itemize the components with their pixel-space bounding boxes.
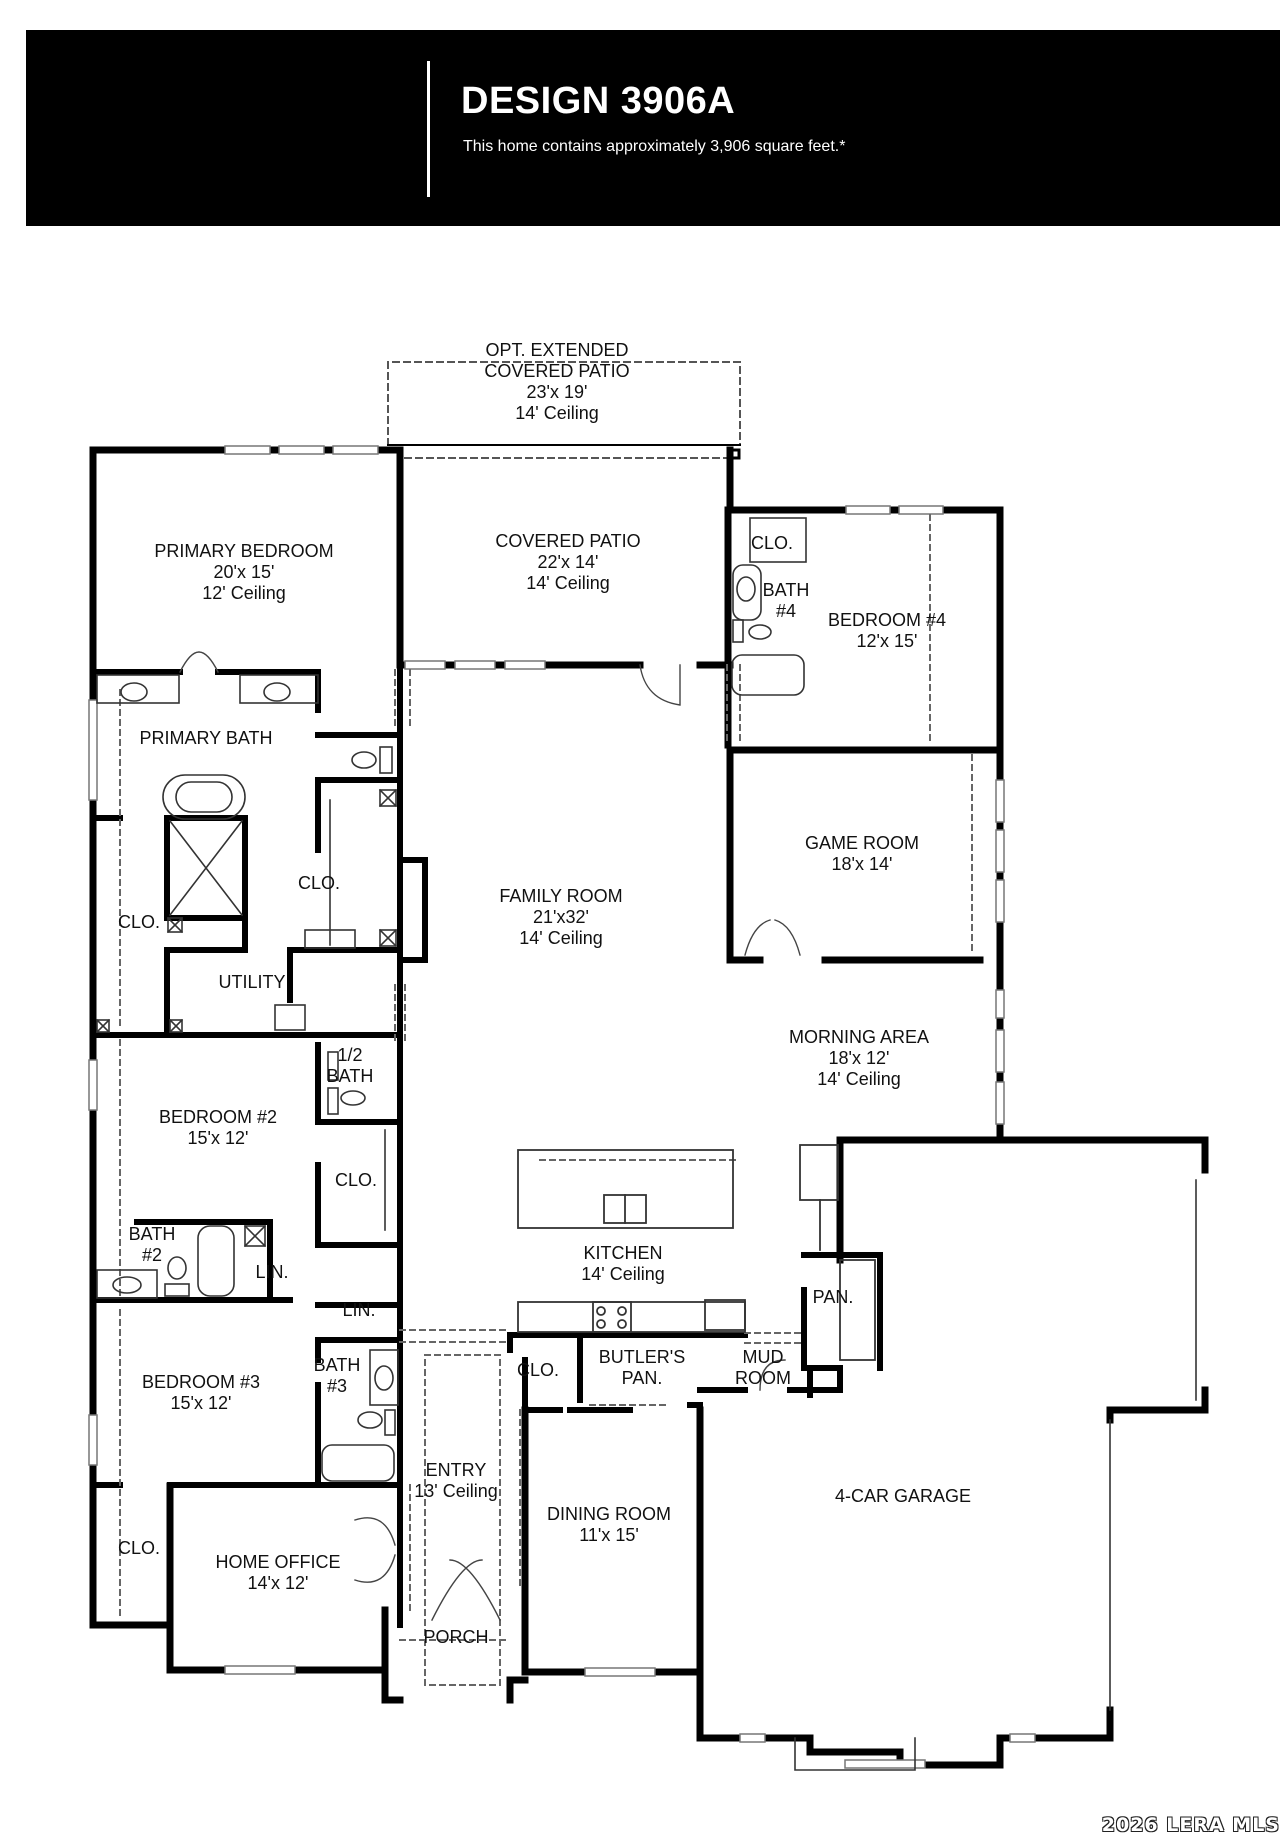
plan-title: DESIGN 3906A	[461, 80, 736, 122]
room-name: MUD	[742, 1347, 784, 1367]
room-dimensions: 18'x 12'	[828, 1048, 890, 1068]
room-ceiling: 14' Ceiling	[515, 403, 599, 423]
room-name: CLO.	[297, 873, 341, 893]
room-ceiling: 12' Ceiling	[202, 583, 286, 603]
room-linen-3: LIN.	[342, 1300, 375, 1321]
room-dimensions: 20'x 15'	[213, 562, 275, 582]
room-name: HOME OFFICE	[215, 1552, 341, 1572]
plan-header-banner: DESIGN 3906A This home contains approxim…	[26, 30, 1280, 226]
room-dimensions: 15'x 12'	[170, 1393, 232, 1413]
room-porch: PORCH	[423, 1627, 488, 1648]
room-name: CLO.	[117, 912, 161, 932]
room-bedroom2-closet: CLO.	[335, 1170, 377, 1191]
room-name: BATH	[762, 580, 810, 600]
room-name: #4	[775, 601, 797, 621]
room-name: #3	[326, 1376, 348, 1396]
room-name: BATH	[326, 1066, 374, 1086]
room-linen-2: LIN.	[255, 1262, 288, 1283]
room-covered-patio: COVERED PATIO 22'x 14' 14' Ceiling	[495, 531, 640, 594]
room-name: UTILITY	[218, 972, 286, 992]
room-name: OPT. EXTENDED	[485, 340, 629, 360]
room-game-room: GAME ROOM 18'x 14'	[805, 833, 919, 875]
room-name: DINING ROOM	[547, 1504, 671, 1524]
room-name: BATH	[128, 1224, 176, 1244]
room-dimensions: 15'x 12'	[187, 1128, 249, 1148]
room-ceiling: 14' Ceiling	[526, 573, 610, 593]
room-name: 1/2	[337, 1045, 363, 1065]
room-name: ENTRY	[425, 1460, 487, 1480]
room-name: 4-CAR GARAGE	[834, 1486, 972, 1506]
room-bedroom2: BEDROOM #2 15'x 12'	[159, 1107, 277, 1149]
room-name: PORCH	[423, 1627, 489, 1647]
room-name: PAN.	[621, 1368, 663, 1388]
room-name: GAME ROOM	[804, 833, 920, 853]
room-bath4: BATH #4	[763, 580, 810, 622]
room-dimensions: 14'x 12'	[247, 1573, 309, 1593]
room-name: BEDROOM #3	[141, 1372, 261, 1392]
room-name: CLO.	[334, 1170, 378, 1190]
room-bath4-closet: CLO.	[751, 533, 793, 554]
room-morning-area: MORNING AREA 18'x 12' 14' Ceiling	[789, 1027, 929, 1090]
room-name: KITCHEN	[583, 1243, 663, 1263]
room-name: BEDROOM #2	[158, 1107, 278, 1127]
room-name: PRIMARY BATH	[139, 728, 273, 748]
room-ceiling: 14' Ceiling	[817, 1069, 901, 1089]
room-primary-walkin-closet: CLO.	[298, 873, 340, 894]
room-name: COVERED PATIO	[484, 361, 630, 381]
room-dimensions: 23'x 19'	[526, 382, 588, 402]
room-bath3: BATH #3	[314, 1355, 361, 1397]
opt-extended-patio-outline	[387, 361, 741, 459]
room-office-closet: CLO.	[118, 1538, 160, 1559]
room-home-office: HOME OFFICE 14'x 12'	[216, 1552, 341, 1594]
room-primary-bedroom: PRIMARY BEDROOM 20'x 15' 12' Ceiling	[154, 541, 333, 604]
room-name: MORNING AREA	[788, 1027, 930, 1047]
room-family-room: FAMILY ROOM 21'x32' 14' Ceiling	[499, 886, 622, 949]
room-name: LIN.	[342, 1300, 376, 1320]
room-dimensions: 18'x 14'	[831, 854, 893, 874]
room-name: BUTLER'S	[598, 1347, 686, 1367]
room-dimensions: 21'x32'	[533, 907, 589, 927]
room-dimensions: 22'x 14'	[537, 552, 599, 572]
room-name: CLO.	[117, 1538, 161, 1558]
room-entry-closet: CLO.	[517, 1360, 559, 1381]
room-4-car-garage: 4-CAR GARAGE	[835, 1486, 971, 1507]
room-bedroom4: BEDROOM #4 12'x 15'	[828, 610, 946, 652]
room-name: PRIMARY BEDROOM	[154, 541, 334, 561]
room-entry: ENTRY 13' Ceiling	[414, 1460, 498, 1502]
room-opt-extended-patio: OPT. EXTENDED COVERED PATIO 23'x 19' 14'…	[484, 340, 629, 424]
room-name: BATH	[313, 1355, 361, 1375]
room-half-bath: 1/2 BATH	[327, 1045, 374, 1087]
room-pantry: PAN.	[813, 1287, 854, 1308]
room-ceiling: 13' Ceiling	[414, 1481, 498, 1501]
room-dimensions: 11'x 15'	[579, 1525, 639, 1545]
room-name: LIN.	[255, 1262, 289, 1282]
room-kitchen: KITCHEN 14' Ceiling	[581, 1243, 665, 1285]
room-bedroom3: BEDROOM #3 15'x 12'	[142, 1372, 260, 1414]
room-butlers-pantry: BUTLER'S PAN.	[599, 1347, 685, 1389]
room-primary-closet-left: CLO.	[118, 912, 160, 933]
room-name: #2	[141, 1245, 163, 1265]
plan-square-footage: This home contains approximately 3,906 s…	[463, 138, 846, 155]
mls-watermark: 2026 LERA MLS	[1101, 1814, 1280, 1836]
room-name: PAN.	[812, 1287, 854, 1307]
room-name: FAMILY ROOM	[499, 886, 623, 906]
banner-divider	[427, 61, 430, 197]
room-mud-room: MUD ROOM	[735, 1347, 791, 1389]
room-ceiling: 14' Ceiling	[581, 1264, 665, 1284]
room-name: ROOM	[735, 1368, 791, 1388]
room-utility: UTILITY	[218, 972, 285, 993]
room-primary-bath: PRIMARY BATH	[139, 728, 272, 749]
room-name: COVERED PATIO	[495, 531, 641, 551]
room-name: CLO.	[516, 1360, 560, 1380]
room-bath2: BATH #2	[129, 1224, 176, 1266]
room-dining-room: DINING ROOM 11'x 15'	[547, 1504, 671, 1546]
room-name: CLO.	[750, 533, 794, 553]
room-dimensions: 12'x 15'	[856, 631, 918, 651]
room-name: BEDROOM #4	[827, 610, 947, 630]
room-ceiling: 14' Ceiling	[519, 928, 603, 948]
